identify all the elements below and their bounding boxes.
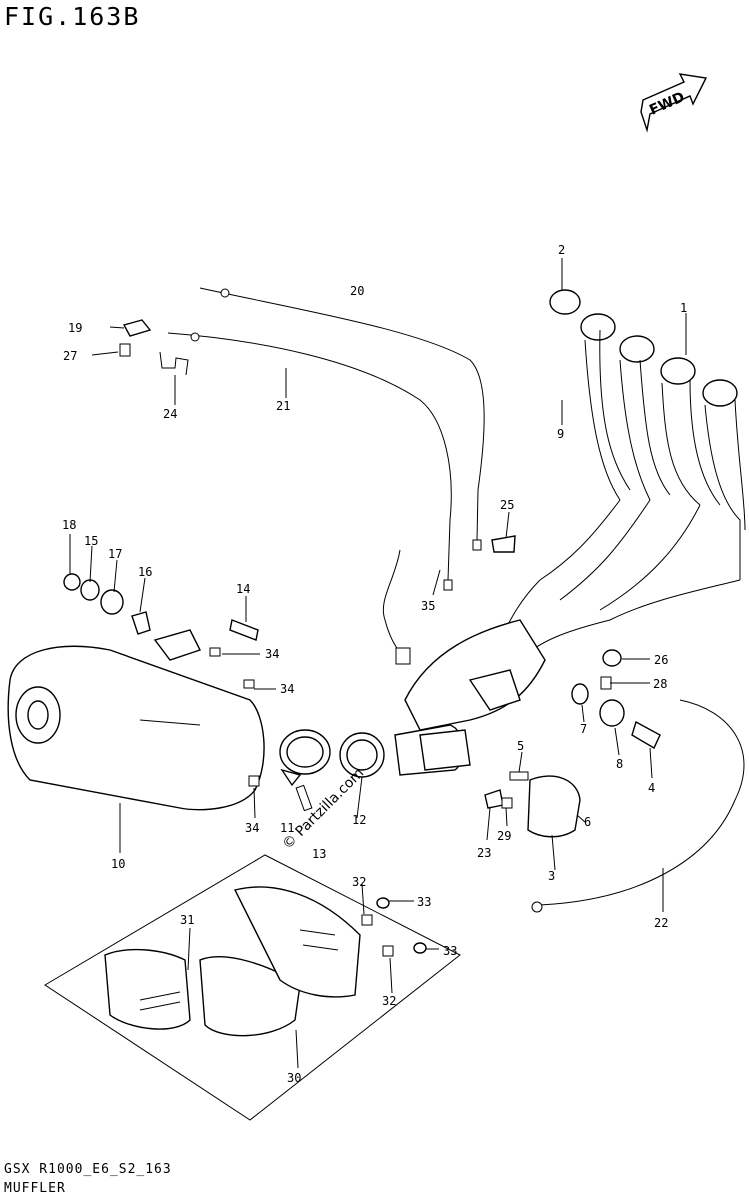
o2-sensor-wire [382, 549, 411, 665]
callout-labels: 1 2 3 4 5 6 7 8 9 10 11 12 13 14 15 16 1… [62, 243, 687, 1085]
washer-7 [571, 683, 589, 705]
callout-30: 30 [287, 1071, 301, 1085]
callout-32b: 32 [382, 994, 396, 1008]
callout-33b: 33 [443, 944, 457, 958]
cable-20 [199, 287, 485, 551]
callout-9: 9 [557, 427, 564, 441]
cable-21 [167, 332, 453, 591]
callout-5: 5 [517, 739, 524, 753]
bolt-13 [295, 784, 313, 812]
leader-lines [69, 258, 687, 1069]
nut-34a [209, 647, 221, 657]
cable-22 [531, 699, 745, 913]
collector-chamber [404, 619, 546, 731]
callout-3: 3 [548, 869, 555, 883]
bolt-27 [119, 343, 131, 357]
callout-18: 18 [62, 518, 76, 532]
bolt-5 [509, 771, 529, 781]
callout-27: 27 [63, 349, 77, 363]
clamp-24 [159, 351, 189, 376]
callout-26: 26 [654, 653, 668, 667]
clip-32a [361, 914, 373, 926]
callout-1: 1 [680, 301, 687, 315]
connector-pipe [394, 724, 471, 776]
callout-17: 17 [108, 547, 122, 561]
clip-32b [382, 945, 394, 957]
forward-arrow-icon: FWD [640, 73, 708, 133]
callout-28: 28 [653, 677, 667, 691]
callout-23: 23 [477, 846, 491, 860]
callout-34a: 34 [265, 647, 279, 661]
callout-35: 35 [421, 599, 435, 613]
heat-shield-3 [527, 775, 581, 838]
callout-32a: 32 [352, 875, 366, 889]
callout-34b: 34 [280, 682, 294, 696]
footer-name: MUFFLER [4, 1181, 66, 1196]
callout-20: 20 [350, 284, 364, 298]
callout-33a: 33 [417, 895, 431, 909]
callout-21: 21 [276, 399, 290, 413]
muffler-10 [7, 629, 265, 811]
footer-code: GSX R1000_E6_S2_163 [4, 1162, 172, 1177]
screw-33b [413, 942, 427, 954]
callout-10: 10 [111, 857, 125, 871]
callout-24: 24 [163, 407, 177, 421]
bracket-23 [484, 789, 504, 809]
callout-15: 15 [84, 534, 98, 548]
callout-7: 7 [580, 722, 587, 736]
callout-22: 22 [654, 916, 668, 930]
callout-8: 8 [616, 757, 623, 771]
callout-4: 4 [648, 781, 655, 795]
screw-33a [376, 897, 390, 909]
gasket-12 [339, 732, 385, 778]
clamp-11 [279, 729, 331, 787]
bolt-28 [600, 676, 612, 690]
figure-title: FIG.163B [4, 2, 141, 31]
callout-6: 6 [584, 815, 591, 829]
callout-29: 29 [497, 829, 511, 843]
bracket-25 [491, 535, 516, 553]
bracket-19 [122, 319, 152, 337]
callout-11: 11 [280, 821, 294, 835]
nut-29 [501, 797, 513, 809]
clamp-26 [602, 649, 622, 667]
mount-parts [63, 573, 151, 635]
callout-16: 16 [138, 565, 152, 579]
callout-19: 19 [68, 321, 82, 335]
callout-25: 25 [500, 498, 514, 512]
callout-14: 14 [236, 582, 250, 596]
bolt-14 [229, 619, 259, 641]
callout-13: 13 [312, 847, 326, 861]
nut-34c [248, 775, 260, 787]
bolt-4 [631, 720, 661, 749]
nut-34b [243, 679, 255, 689]
callout-31: 31 [180, 913, 194, 927]
callout-12: 12 [352, 813, 366, 827]
cushion-8 [599, 699, 625, 727]
exhaust-header-pipes [499, 289, 746, 661]
callout-34c: 34 [245, 821, 259, 835]
cover-panel-30 [44, 854, 461, 1121]
callout-2: 2 [558, 243, 565, 257]
